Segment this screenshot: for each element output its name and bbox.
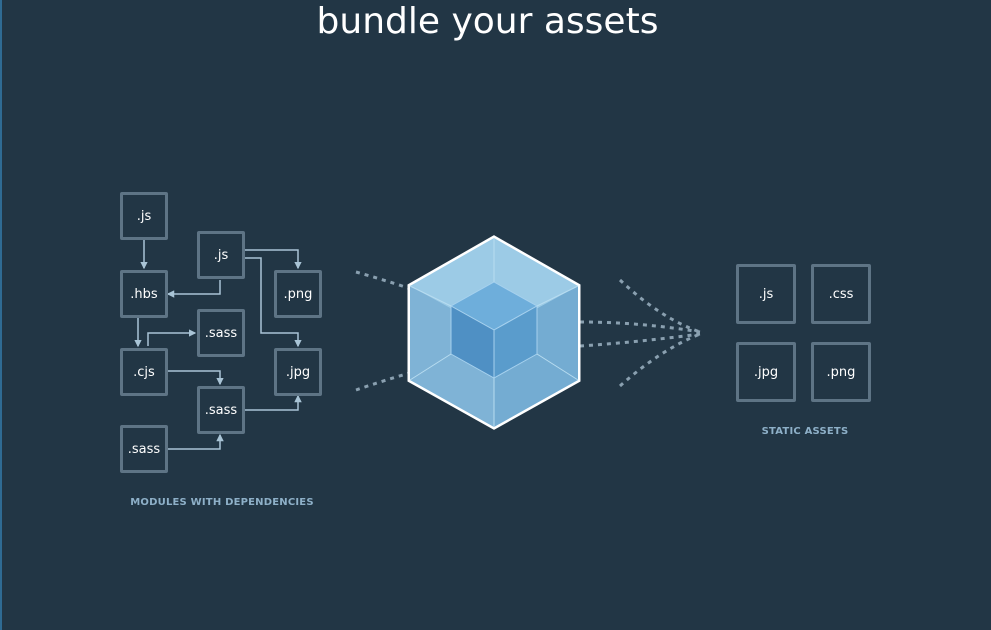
asset-label: .png: [826, 364, 856, 380]
assets-caption: STATIC ASSETS: [761, 426, 849, 437]
asset-label: .css: [828, 286, 854, 302]
arrow-sass3-to-sass2: [168, 433, 224, 450]
asset-label: .jpg: [753, 364, 779, 380]
module-cjs-box: .cjs: [120, 348, 168, 396]
asset-label: .js: [758, 286, 774, 302]
left-edge-strip: [0, 0, 2, 630]
module-sass-box: .sass: [197, 386, 245, 434]
arrow-cjs-to-sass: [147, 329, 197, 346]
page-title: bundle your assets: [316, 1, 659, 42]
module-sass-box: .sass: [120, 425, 168, 473]
module-label: .png: [283, 286, 313, 302]
module-label: .sass: [204, 325, 238, 341]
module-png-box: .png: [274, 270, 322, 318]
arrow-js2-to-hbs: [166, 280, 221, 298]
arrow-sass2-to-jpg: [245, 394, 302, 411]
arrow-js2-to-png: [245, 249, 302, 270]
module-hbs-box: .hbs: [120, 270, 168, 318]
asset-css-box: .css: [811, 264, 871, 324]
module-label: .js: [136, 208, 152, 224]
modules-caption: MODULES WITH DEPENDENCIES: [130, 497, 314, 508]
module-label: .sass: [127, 441, 161, 457]
module-label: .js: [213, 247, 229, 263]
asset-jpg-box: .jpg: [736, 342, 796, 402]
webpack-cube-icon: [407, 235, 581, 430]
module-sass-box: .sass: [197, 309, 245, 357]
module-js-box: .js: [197, 231, 245, 279]
flow-line-out-top: [618, 278, 701, 334]
module-label: .hbs: [130, 286, 158, 302]
asset-js-box: .js: [736, 264, 796, 324]
module-label: .sass: [204, 402, 238, 418]
arrow-cjs-to-sass2: [168, 370, 224, 386]
module-jpg-box: .jpg: [274, 348, 322, 396]
module-label: .cjs: [133, 364, 155, 380]
module-js-box: .js: [120, 192, 168, 240]
asset-png-box: .png: [811, 342, 871, 402]
arrow-js2-to-jpg: [245, 257, 302, 348]
flow-line-out-bottom: [618, 332, 701, 388]
module-label: .jpg: [285, 364, 311, 380]
flow-line-out-1: [579, 320, 701, 334]
flow-line-out-2: [579, 332, 701, 348]
